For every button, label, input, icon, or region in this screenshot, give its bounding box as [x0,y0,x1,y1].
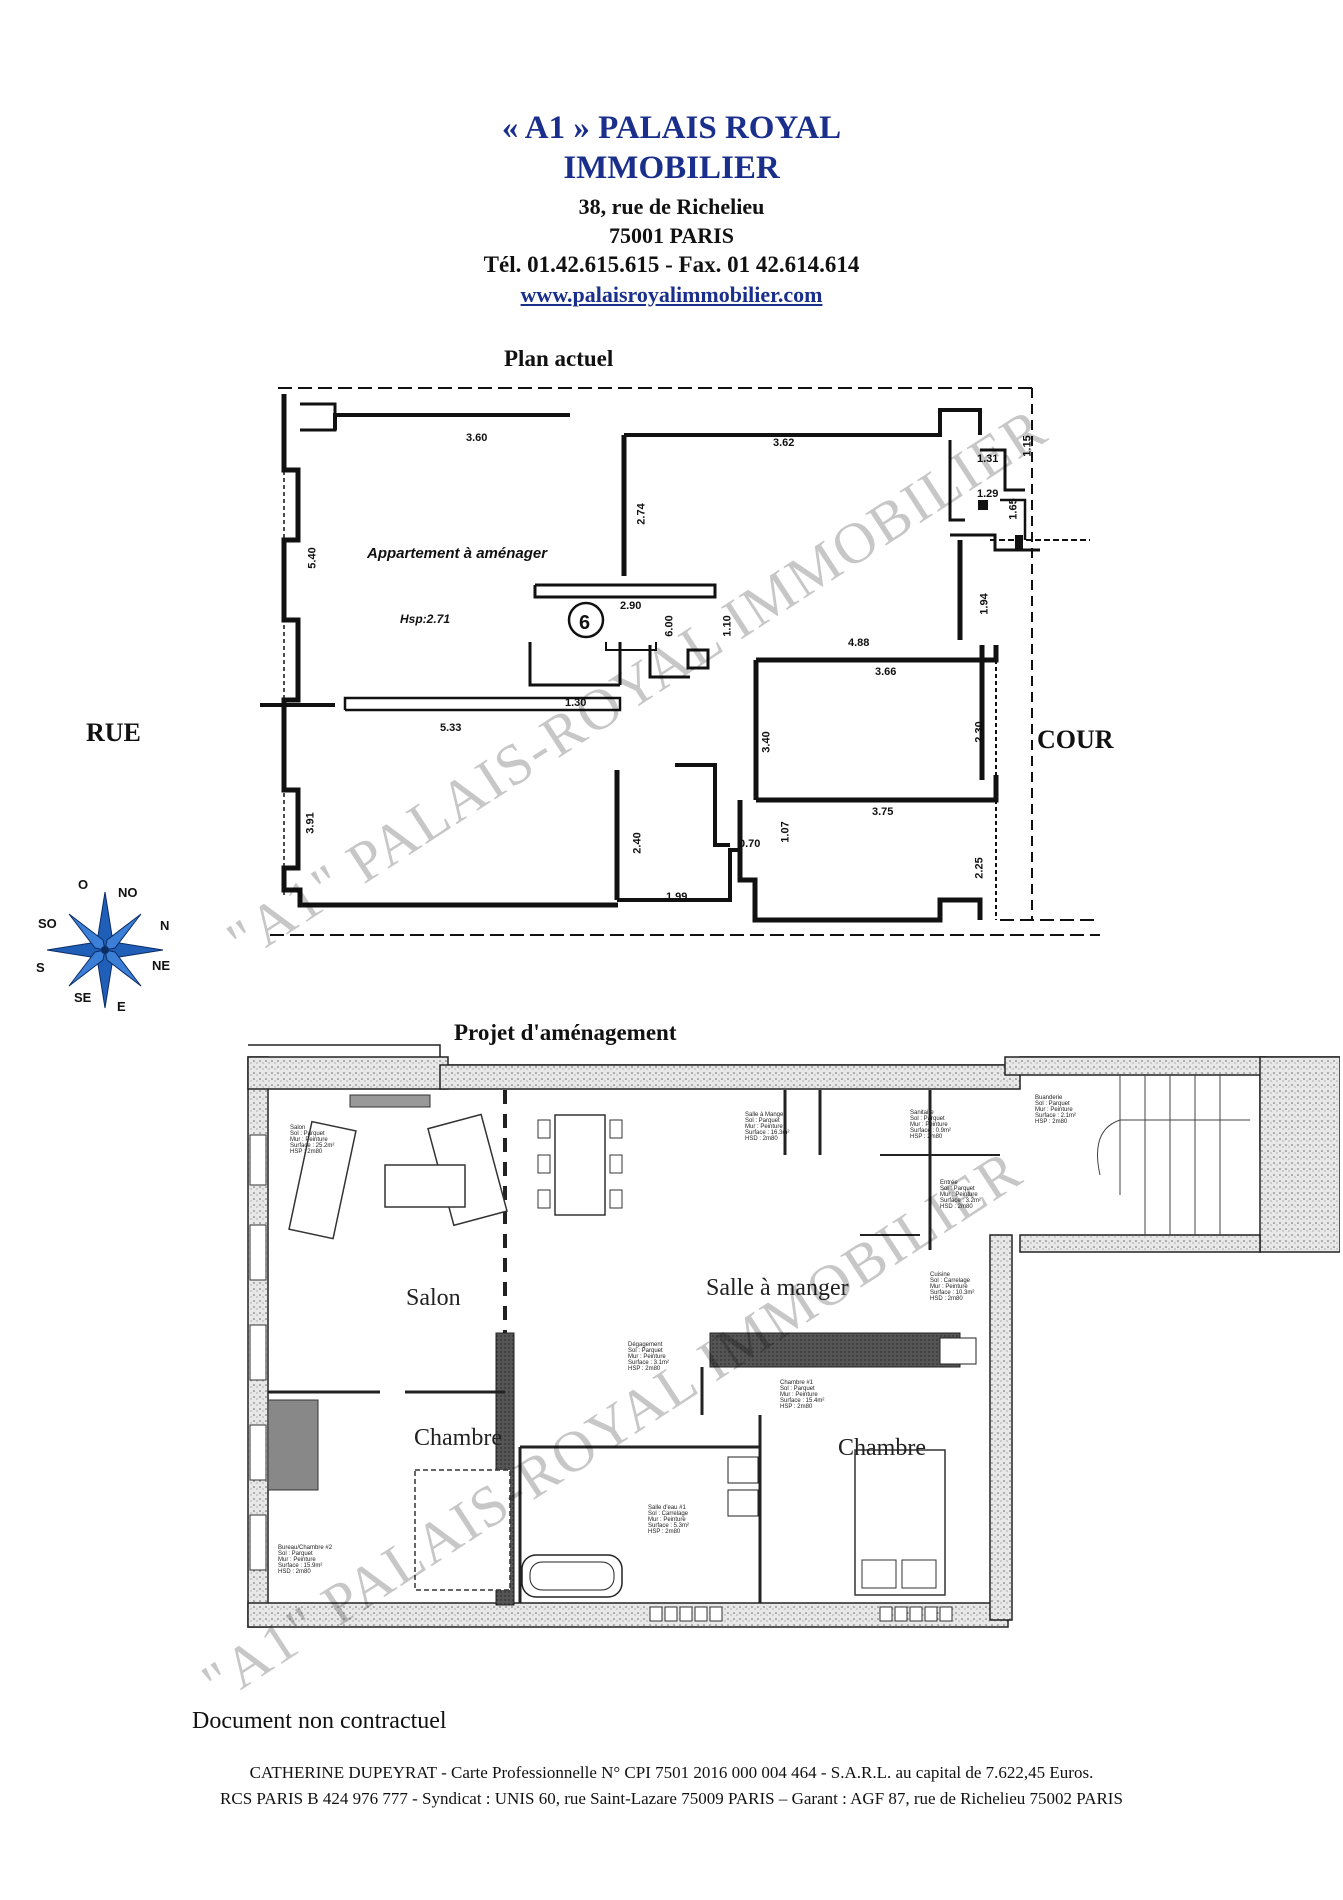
dimension-label: 3.62 [773,437,795,449]
dimension-label: 1.07 [779,821,792,843]
room-note-dining: Salle à Manger Sol : Parquet Mur : Peint… [745,1112,790,1142]
room-note-salon: Salon Sol : Parquet Mur : Peinture Surfa… [290,1125,335,1155]
compass-letter: SO [38,916,57,931]
dimension-label: 0.70 [739,838,761,850]
dimension-label: 3.66 [875,666,897,678]
agency-subtitle: IMMOBILIER [563,150,780,186]
dimension-label: 3.40 [760,731,773,753]
room-note-laundry: Buanderie Sol : Parquet Mur : Peinture S… [1035,1095,1077,1125]
compass-letter: NE [152,958,171,973]
room-note-office: Bureau/Chambre #2 Sol : Parquet Mur : Pe… [278,1545,333,1575]
dimension-label: 4.88 [848,637,870,649]
agency-name: « A1 » PALAIS ROYAL [501,110,842,146]
compass-letter: E [117,999,126,1014]
current-floor-plan [260,387,1100,936]
room-note-bedroom1: Chambre #1 Sol : Parquet Mur : Peinture … [780,1380,825,1410]
footer-line-1: CATHERINE DUPEYRAT - Carte Professionnel… [249,1763,1094,1782]
courtyard-side-label: COUR [1037,725,1114,754]
compass-letter: SE [74,990,92,1005]
dimension-label: 1.65 [1007,498,1020,520]
dimension-label: 2.40 [631,832,644,854]
agency-city: 75001 PARIS [609,223,734,248]
agency-street: 38, rue de Richelieu [578,194,765,219]
dimension-label: 3.60 [466,432,488,444]
room-note-shower-room: Salle d'eau #1 Sol : Carrelage Mur : Pei… [648,1505,690,1535]
lot-number: 6 [579,612,591,634]
dimension-label: 3.91 [304,812,317,834]
dimension-label: 1.30 [565,697,587,709]
non-contractual-note: Document non contractuel [192,1708,447,1734]
compass-rose-icon [46,891,164,1009]
ceiling-height-label: Hsp:2.71 [400,612,451,626]
dimension-label: 2.90 [620,600,642,612]
footer-line-2: RCS PARIS B 424 976 777 - Syndicat : UNI… [220,1789,1123,1808]
room-label-bedroom-left: Chambre [414,1425,502,1451]
room-note-hallway: Dégagement Sol : Parquet Mur : Peinture … [628,1342,670,1372]
compass-letter: NO [118,885,138,900]
dimension-label: 1.31 [977,453,999,465]
dimension-label: 2.30 [973,721,986,743]
dimension-label: 3.75 [872,806,894,818]
dimension-label: 1.99 [666,891,688,903]
dimension-label: 1.29 [977,488,999,500]
dimension-label: 2.74 [635,503,648,525]
plan-current-title: Plan actuel [504,346,614,371]
compass-letter: S [36,960,45,975]
agency-phone-fax: Tél. 01.42.615.615 - Fax. 01 42.614.614 [483,252,860,277]
dimension-label: 5.40 [306,547,319,569]
room-note-entry: Entrée Sol : Parquet Mur : Peinture Surf… [940,1180,982,1210]
compass-letter: O [78,877,89,892]
room-label-dining: Salle à manger [706,1275,849,1301]
room-label-salon: Salon [406,1285,461,1311]
plan-project-title: Projet d'aménagement [454,1020,677,1045]
room-note-wc: Sanitaire Sol : Parquet Mur : Peinture S… [910,1110,952,1140]
compass-letter: N [160,918,170,933]
dimension-label: 2.25 [973,857,986,879]
room-note-kitchen: Cuisine Sol : Carrelage Mur : Peinture S… [930,1272,975,1302]
street-side-label: RUE [86,718,141,747]
agency-website-link[interactable]: www.palaisroyalimmobilier.com [520,282,823,307]
dimension-label: 5.33 [440,722,462,734]
room-label-bedroom-right: Chambre [838,1435,926,1461]
project-floor-plan [247,1044,1340,1628]
dimension-label: 1.94 [978,593,991,615]
room-label-apartment: Appartement à aménager [367,545,548,562]
